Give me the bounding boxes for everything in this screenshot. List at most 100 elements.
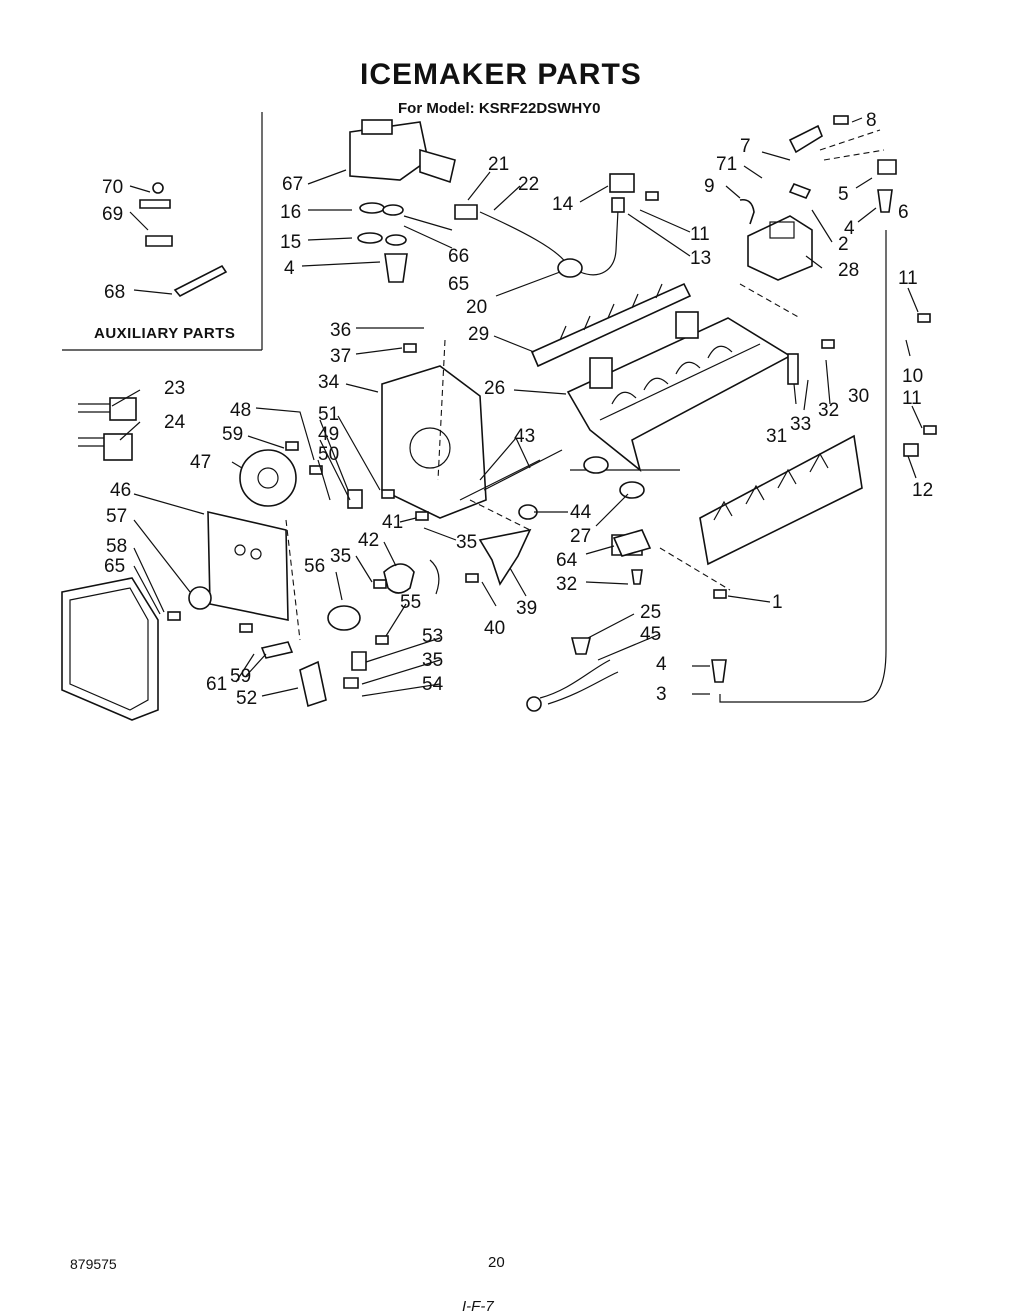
valve-fittings-drawing (357, 202, 408, 283)
ice-stripper-drawing (699, 434, 863, 566)
callout-8: 8 (866, 110, 877, 131)
bracket-drawing (612, 529, 652, 585)
callout-36: 36 (330, 320, 351, 341)
callout-53: 54 (422, 674, 444, 695)
callout-25: 25 (640, 602, 661, 623)
callout-22: 22 (518, 174, 539, 195)
leader-lines (111, 117, 923, 697)
callout-14: 14 (552, 194, 574, 215)
callout-28: 28 (838, 260, 859, 281)
callout-51: 52 (236, 688, 257, 709)
callout-11a: 11 (690, 224, 710, 245)
alignment-lines (285, 129, 885, 641)
callout-71: 71 (716, 154, 737, 175)
callout-13: 13 (690, 248, 711, 269)
callout-11b: 11 (898, 268, 918, 289)
callout-27: 27 (570, 526, 591, 547)
callout-52: 53 (422, 626, 443, 647)
callout-64: 65 (104, 556, 125, 577)
callout-50: 51 (318, 404, 339, 425)
callout-65: 70 (102, 177, 123, 198)
callout-48: 49 (318, 424, 339, 445)
callout-4a: 4 (284, 258, 295, 279)
callout-35a: 35 (456, 532, 477, 553)
callout-55: 56 (304, 556, 325, 577)
auxiliary-box (62, 112, 263, 351)
callout-49: 50 (318, 444, 339, 465)
page-title: ICEMAKER PARTS (360, 58, 642, 91)
callout-5: 5 (838, 184, 849, 205)
mounting-plate-drawing (207, 510, 289, 621)
callout-41: 42 (358, 530, 379, 551)
callout-11c: 11 (902, 388, 922, 409)
callout-21: 21 (488, 154, 509, 175)
callout-39: 40 (484, 618, 505, 639)
callout-15: 15 (280, 232, 301, 253)
fill-cup-drawing (739, 124, 823, 281)
callout-26: 26 (484, 378, 505, 399)
callout-42: 43 (514, 426, 535, 447)
callout-57: 58 (106, 536, 127, 557)
callout-34: 34 (318, 372, 340, 393)
callout-10: 10 (902, 366, 923, 387)
callout-38: 39 (516, 598, 537, 619)
front-cover-drawing (61, 577, 159, 721)
gear-parts-drawing (188, 489, 440, 631)
callout-54: 55 (400, 592, 421, 613)
callout-37: 37 (330, 346, 351, 367)
callout-47: 48 (230, 400, 251, 421)
callout-68: 65 (448, 274, 469, 295)
water-valve-drawing (349, 119, 456, 184)
auxiliary-parts-drawings (139, 182, 228, 298)
callout-6: 6 (898, 202, 909, 223)
callout-61: 61 (206, 674, 227, 695)
callout-2: 2 (838, 234, 849, 255)
icemaker-mold-drawing (566, 311, 792, 473)
callout-40: 41 (382, 512, 403, 533)
callout-numbers: 70 69 68 67 16 15 4 66 65 20 21 22 14 11… (102, 110, 933, 709)
document-number: 879575 (70, 1256, 117, 1272)
callout-46: 47 (190, 452, 211, 473)
fill-tube-drawing (454, 173, 635, 278)
wire-harness-drawing (78, 397, 137, 461)
callout-12: 12 (912, 480, 933, 501)
callout-20: 20 (466, 297, 487, 318)
ejector-drawing (530, 282, 692, 368)
callout-35b: 35 (330, 546, 351, 567)
callout-63: 64 (556, 550, 578, 571)
callout-45: 46 (110, 480, 131, 501)
callout-66: 69 (102, 204, 123, 225)
callout-69: 66 (448, 246, 469, 267)
wiring-harness-drawing (526, 637, 619, 712)
callout-7: 7 (740, 136, 751, 157)
callout-31: 31 (766, 426, 787, 447)
callout-32b: 32 (556, 574, 577, 595)
callout-24: 24 (164, 412, 186, 433)
feeler-arm-drawing (711, 159, 919, 703)
callout-32a: 32 (818, 400, 839, 421)
callout-35c: 35 (422, 650, 443, 671)
callout-59: 59 (222, 424, 243, 445)
callout-9: 9 (704, 176, 715, 197)
callout-70: 67 (282, 174, 303, 195)
callout-4c: 4 (656, 654, 667, 675)
callout-58: 59 (230, 666, 251, 687)
motor-housing-drawing (381, 339, 487, 519)
callout-30: 30 (848, 386, 869, 407)
callout-1: 1 (772, 592, 783, 613)
auxiliary-parts-label: AUXILIARY PARTS (94, 325, 236, 342)
callout-29: 29 (468, 324, 489, 345)
page-number: 20 (488, 1254, 505, 1271)
callout-16: 16 (280, 202, 301, 223)
model-subtitle: For Model: KSRF22DSWHY0 (398, 100, 601, 117)
callout-56: 57 (106, 506, 127, 527)
screws-drawing (167, 115, 937, 708)
callout-43: 44 (570, 502, 592, 523)
callout-33: 33 (790, 414, 811, 435)
bottom-mark: I-F-7 (462, 1298, 494, 1315)
callout-23: 23 (164, 378, 185, 399)
motor-drawing (239, 449, 297, 507)
callout-44: 45 (640, 624, 661, 645)
